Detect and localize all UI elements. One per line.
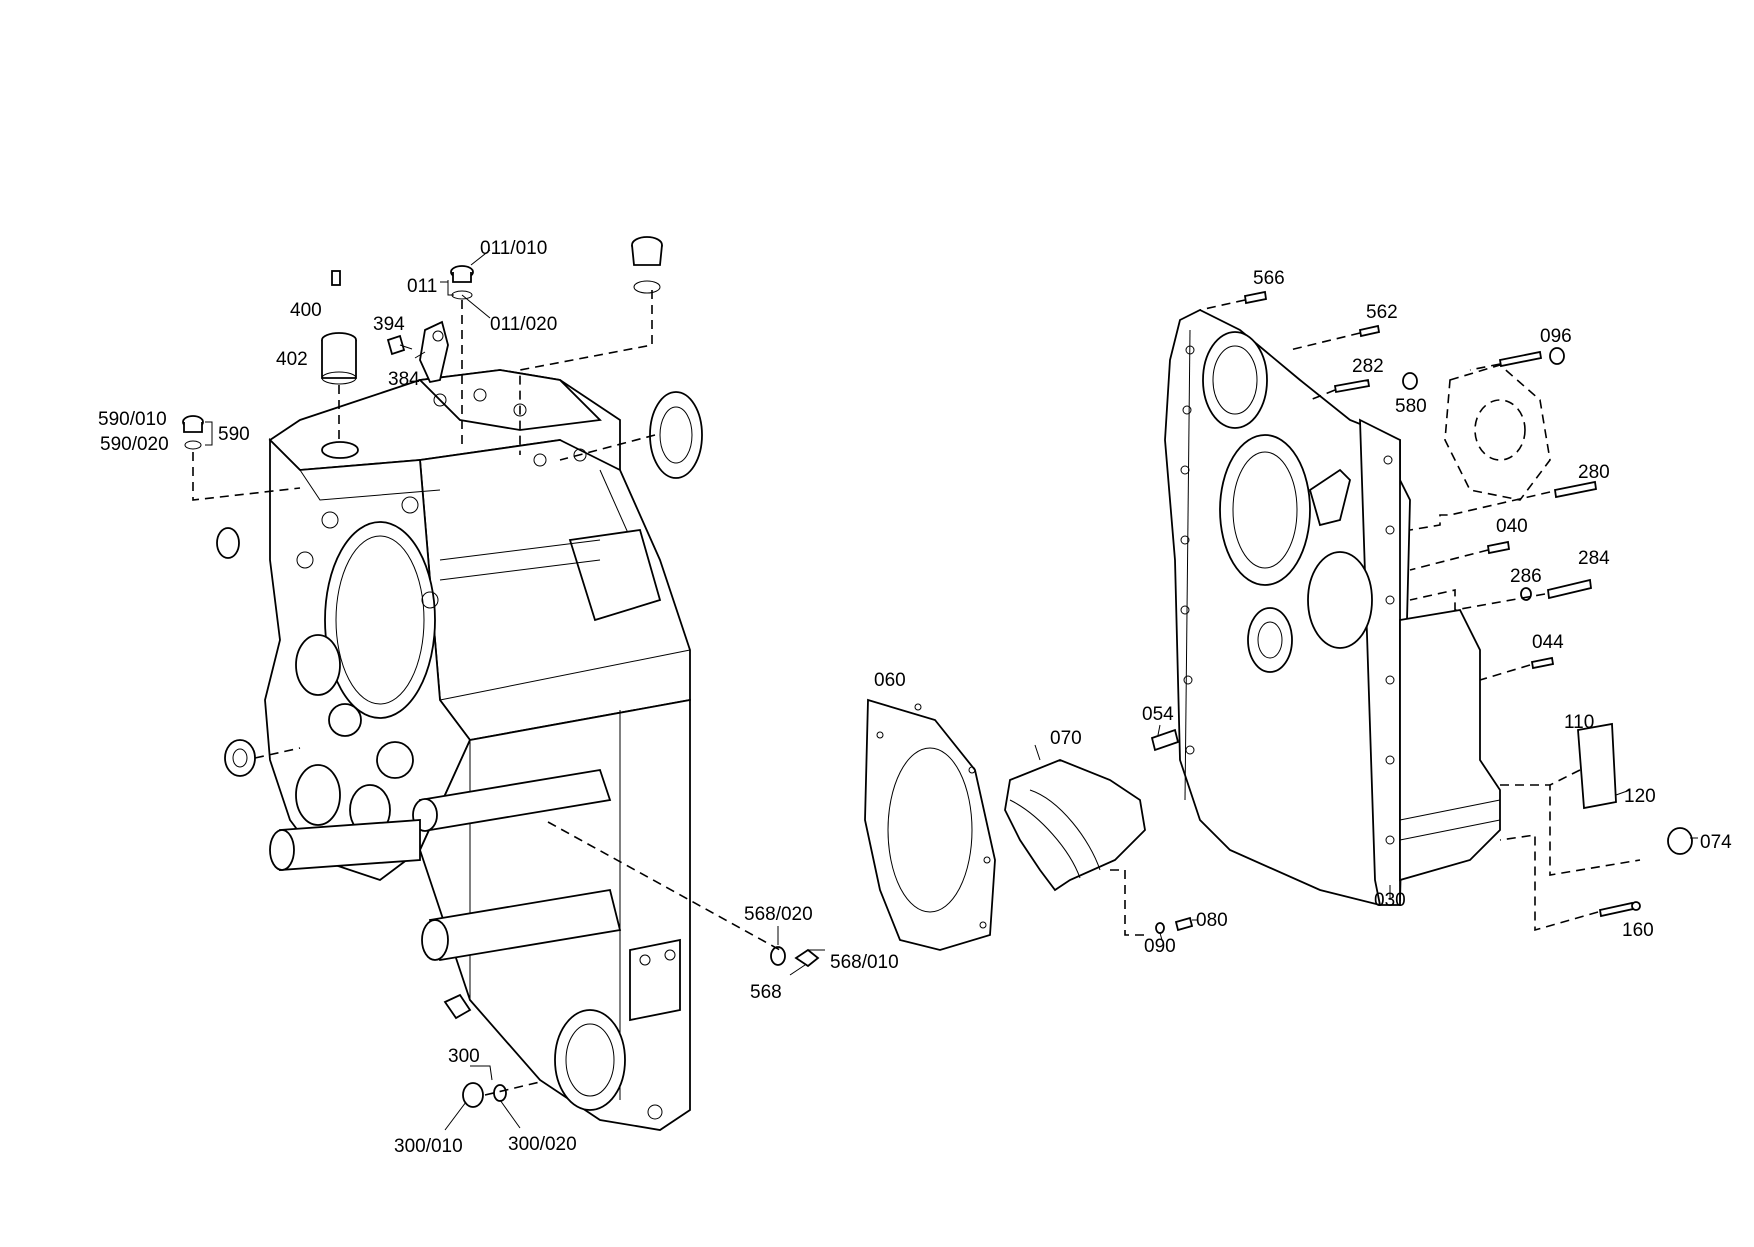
label-011: 011 (407, 276, 437, 297)
label-590-010: 590/010 (98, 409, 167, 430)
label-300: 300 (448, 1046, 480, 1067)
right-small-parts (1243, 290, 1693, 918)
label-566: 566 (1253, 268, 1285, 289)
label-300-010: 300/010 (394, 1136, 463, 1157)
label-120: 120 (1624, 786, 1656, 807)
center-parts (864, 698, 1198, 951)
label-011-020: 011/020 (490, 314, 557, 335)
label-096: 096 (1540, 326, 1572, 347)
label-300-020: 300/020 (508, 1134, 577, 1155)
label-040: 040 (1496, 516, 1528, 537)
part-labels: 011/010 011 011/020 400 394 402 384 590/… (98, 238, 1732, 1157)
label-282: 282 (1352, 356, 1384, 377)
label-562: 562 (1366, 302, 1398, 323)
label-074: 074 (1700, 832, 1732, 853)
label-160: 160 (1622, 920, 1654, 941)
left-small-parts (182, 236, 820, 1108)
label-070: 070 (1050, 728, 1082, 749)
label-060: 060 (874, 670, 906, 691)
label-590: 590 (218, 424, 250, 445)
label-054: 054 (1142, 704, 1174, 725)
label-011-010: 011/010 (480, 238, 547, 259)
right-leader-lines (1199, 299, 1698, 932)
label-568-020: 568/020 (744, 904, 813, 925)
label-030: 030 (1374, 890, 1406, 911)
label-394: 394 (373, 314, 405, 335)
label-402: 402 (276, 349, 308, 370)
label-284: 284 (1578, 548, 1610, 569)
label-280: 280 (1578, 462, 1610, 483)
left-leader-lines (192, 249, 825, 1131)
label-580: 580 (1395, 396, 1427, 417)
label-044: 044 (1532, 632, 1564, 653)
label-090: 090 (1144, 936, 1176, 957)
main-housing (264, 369, 691, 1131)
cover-housing (1164, 308, 1551, 906)
label-110: 110 (1564, 712, 1594, 733)
label-568-010: 568/010 (830, 952, 899, 973)
label-400: 400 (290, 300, 322, 321)
label-080: 080 (1196, 910, 1228, 931)
label-590-020: 590/020 (100, 434, 169, 455)
label-286: 286 (1510, 566, 1542, 587)
label-568: 568 (750, 982, 782, 1003)
label-384: 384 (388, 369, 420, 390)
